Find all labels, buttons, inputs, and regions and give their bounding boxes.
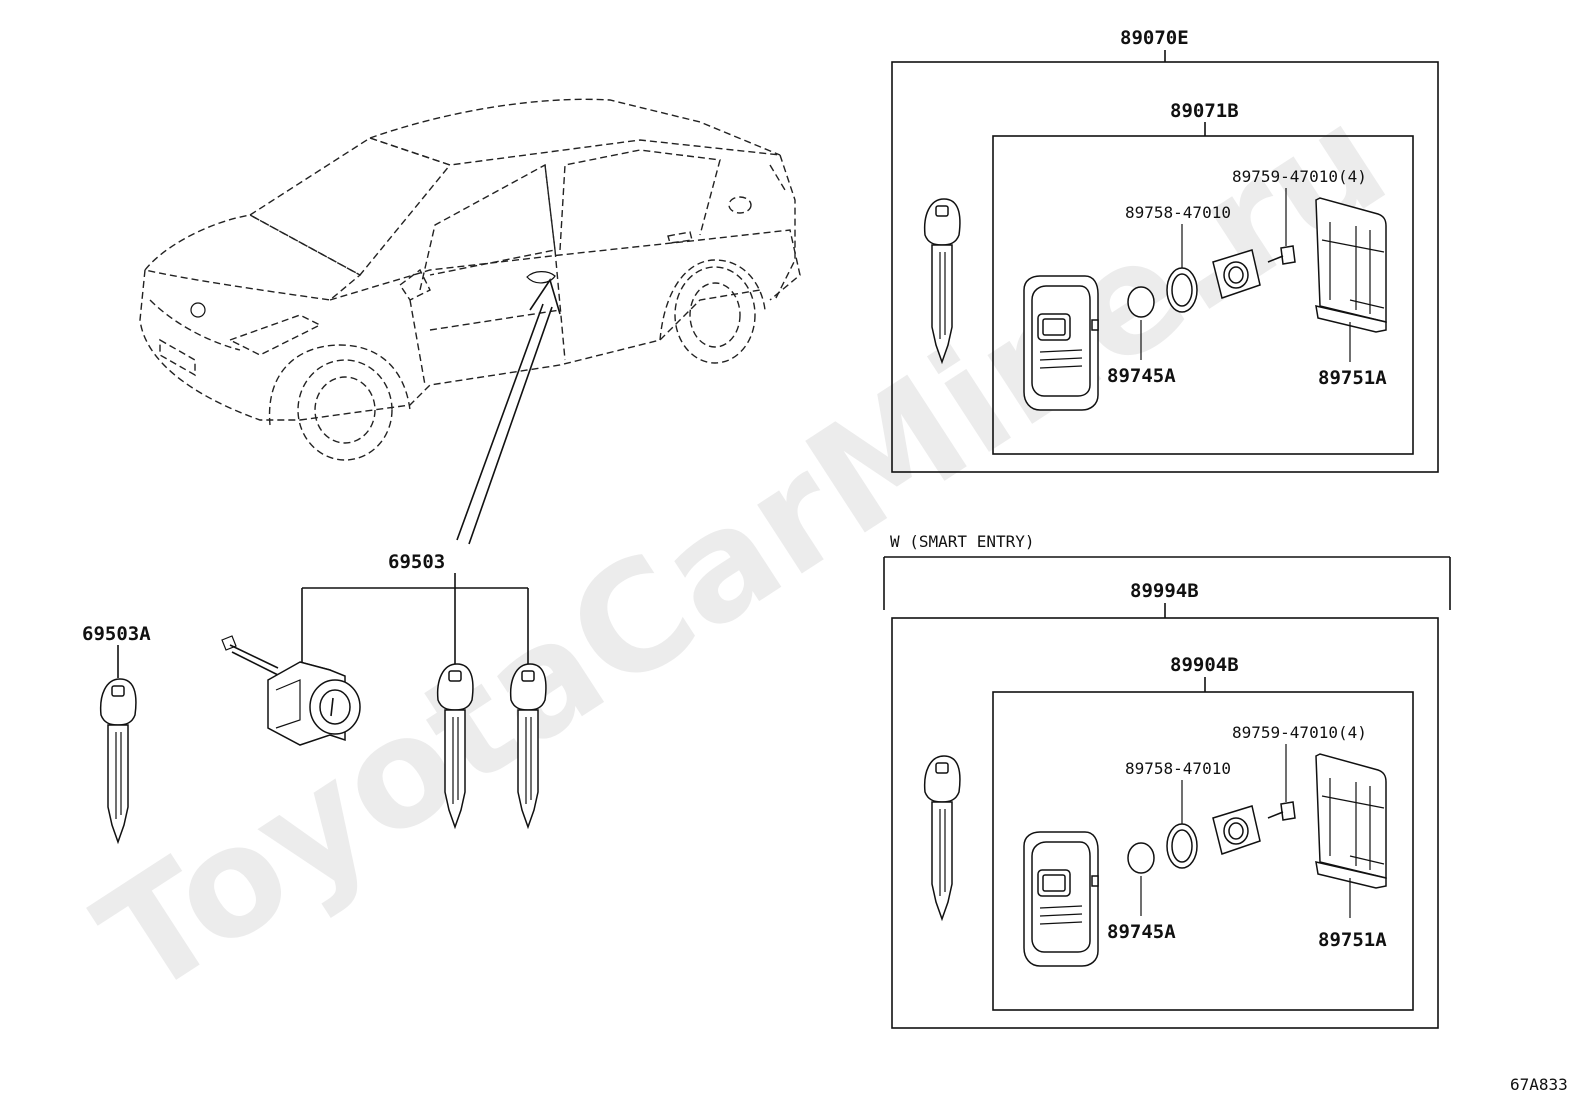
callout-arrow — [456, 278, 561, 545]
smart-battery-icon — [1127, 842, 1155, 874]
spare-key-icon — [99, 678, 137, 843]
smart-screw-icon — [1267, 801, 1296, 821]
smart-key-fob-icon — [1023, 831, 1099, 967]
part-number-smart-screw: 89759-47010(4) — [1232, 723, 1367, 742]
car-illustration — [139, 98, 801, 461]
smart-outer-box — [891, 617, 1439, 1029]
part-number-smart-battery: 89745A — [1107, 921, 1176, 943]
top-case-icon — [1315, 197, 1387, 333]
smart-inner-box — [992, 691, 1414, 1011]
part-number-spare-key: 69503A — [82, 623, 151, 645]
smart-entry-bracket — [883, 556, 1451, 610]
emblem-icon — [190, 302, 206, 318]
figure-code: 67A833 — [1510, 1075, 1568, 1094]
top-smart-key-fob-icon — [1023, 275, 1099, 411]
part-number-smart-gasket: 89758-47010 — [1125, 759, 1231, 778]
part-number-top-outer: 89070E — [1120, 27, 1189, 49]
door-handle-front — [526, 271, 556, 284]
lock-cylinder-icon — [221, 635, 361, 746]
smart-mechanical-key-icon — [923, 755, 961, 920]
part-number-smart-inner: 89904B — [1170, 654, 1239, 676]
lock-set-bracket — [301, 573, 529, 665]
smart-plate-icon — [1212, 805, 1261, 855]
part-number-top-inner: 89071B — [1170, 100, 1239, 122]
part-number-top-case: 89751A — [1318, 367, 1387, 389]
top-screw-icon — [1267, 245, 1296, 265]
part-number-top-battery: 89745A — [1107, 365, 1176, 387]
smart-entry-heading: W (SMART ENTRY) — [890, 532, 1035, 551]
top-outer-box — [891, 61, 1439, 473]
part-number-smart-outer: 89994B — [1130, 580, 1199, 602]
smart-case-icon — [1315, 753, 1387, 889]
top-plate-icon — [1212, 249, 1261, 299]
top-battery-icon — [1127, 286, 1155, 318]
part-number-top-screw: 89759-47010(4) — [1232, 167, 1367, 186]
part-number-lock-set: 69503 — [388, 551, 445, 573]
part-number-smart-case: 89751A — [1318, 929, 1387, 951]
part-number-top-gasket: 89758-47010 — [1125, 203, 1231, 222]
top-inner-box — [992, 135, 1414, 455]
